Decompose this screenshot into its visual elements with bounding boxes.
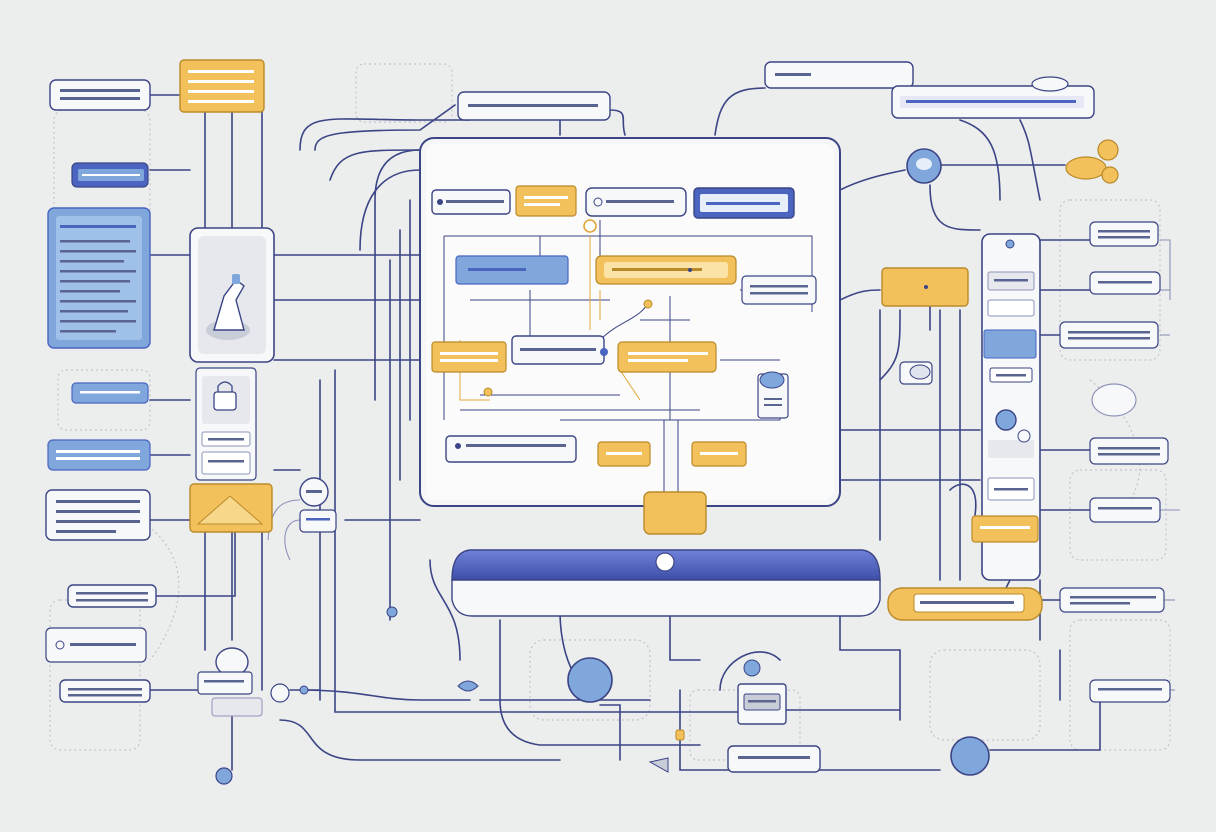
left-card-5[interactable] bbox=[59, 679, 151, 703]
bottom-card[interactable] bbox=[727, 745, 821, 773]
screen-input-4[interactable] bbox=[511, 335, 605, 365]
screen-dot-yellow-3[interactable] bbox=[643, 299, 653, 309]
device-panel[interactable] bbox=[189, 227, 275, 363]
left-blue-tab-2[interactable] bbox=[71, 382, 149, 404]
bottom-circle-large[interactable] bbox=[567, 657, 613, 703]
speech-bubble-icon[interactable] bbox=[1065, 139, 1119, 184]
right-phone-panel[interactable] bbox=[981, 233, 1041, 581]
node-dot-1[interactable] bbox=[386, 606, 398, 618]
right-card-1[interactable] bbox=[1089, 221, 1159, 247]
top-label-2[interactable] bbox=[764, 61, 914, 89]
left-card-3[interactable] bbox=[67, 584, 157, 608]
right-card-4[interactable] bbox=[1089, 437, 1169, 465]
left-card-2[interactable] bbox=[45, 489, 151, 541]
right-mug-icon[interactable] bbox=[899, 361, 933, 385]
node-circle-a[interactable] bbox=[299, 477, 329, 507]
hand-cursor-icon bbox=[206, 274, 250, 340]
right-card-3[interactable] bbox=[1059, 321, 1159, 349]
right-card-5[interactable] bbox=[1089, 497, 1161, 523]
bottom-arrow-node bbox=[648, 757, 669, 773]
screen-yellow-chip-2[interactable] bbox=[431, 341, 507, 373]
right-yellow-input[interactable] bbox=[887, 587, 1043, 621]
screen-blue-bar[interactable] bbox=[455, 255, 569, 285]
node-card-small[interactable] bbox=[299, 509, 337, 533]
screen-blue-input[interactable] bbox=[693, 187, 795, 219]
left-card-yellow[interactable] bbox=[179, 59, 265, 113]
left-document-panel[interactable] bbox=[47, 207, 151, 349]
right-card-2[interactable] bbox=[1089, 271, 1161, 295]
right-yellow-bar[interactable] bbox=[881, 267, 969, 307]
left-card-1[interactable] bbox=[49, 79, 151, 111]
screen-yellow-button[interactable] bbox=[643, 491, 707, 535]
monitor-screen bbox=[419, 137, 841, 507]
screen-dot-yellow[interactable] bbox=[583, 219, 597, 233]
screen-input-3[interactable] bbox=[741, 275, 817, 305]
screen-doc-icon[interactable] bbox=[757, 371, 789, 419]
bottom-printer[interactable] bbox=[737, 659, 787, 725]
device-stack[interactable] bbox=[195, 367, 257, 481]
top-label-3[interactable] bbox=[891, 76, 1095, 119]
screen-stem bbox=[663, 419, 679, 495]
screen-dot-yellow-2[interactable] bbox=[483, 387, 493, 397]
screen-dot-blue[interactable] bbox=[600, 348, 608, 356]
screen-input-2[interactable] bbox=[585, 187, 687, 217]
node-circle-b[interactable] bbox=[270, 683, 290, 703]
screen-yellow-chip-4[interactable] bbox=[691, 441, 747, 467]
left-blue-tab-3[interactable] bbox=[47, 439, 151, 471]
bottom-circle-right[interactable] bbox=[950, 736, 990, 776]
right-card-6[interactable] bbox=[1059, 587, 1165, 613]
screen-input-5[interactable] bbox=[445, 435, 577, 463]
padlock-icon bbox=[213, 381, 237, 411]
right-bubble bbox=[1091, 383, 1137, 417]
left-blue-tab[interactable] bbox=[71, 162, 149, 188]
screen-yellow-chip-3[interactable] bbox=[597, 441, 651, 467]
screen-yellow-chip-1[interactable] bbox=[515, 185, 577, 217]
right-yellow-chip[interactable] bbox=[971, 515, 1039, 543]
node-dome[interactable] bbox=[197, 647, 263, 717]
screen-input-1[interactable] bbox=[431, 189, 511, 215]
left-card-4[interactable] bbox=[45, 627, 147, 663]
monitor-base[interactable] bbox=[451, 549, 881, 617]
top-label-1[interactable] bbox=[457, 91, 611, 121]
node-circle-icon[interactable] bbox=[215, 767, 233, 785]
node-dot-2[interactable] bbox=[299, 685, 309, 695]
bottom-yellow-tag bbox=[675, 729, 685, 741]
screen-yellow-bar-2[interactable] bbox=[617, 341, 717, 373]
screen-yellow-bar-1[interactable] bbox=[595, 255, 737, 285]
right-card-7[interactable] bbox=[1089, 679, 1171, 703]
bottom-leaf-node[interactable] bbox=[457, 680, 479, 692]
device-yellow-button[interactable] bbox=[189, 483, 273, 533]
right-dot[interactable] bbox=[1017, 429, 1031, 443]
